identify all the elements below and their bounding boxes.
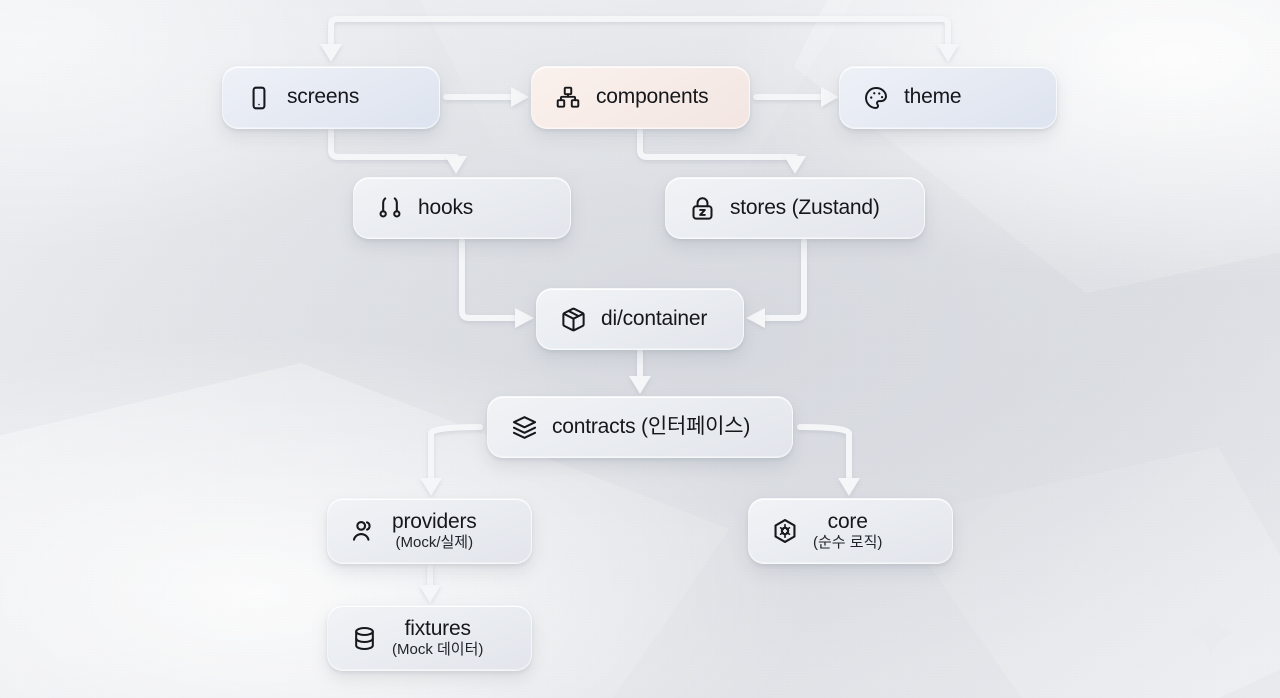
edge-stores-di [759, 238, 807, 321]
node-sublabel: (Mock/실제) [395, 534, 474, 552]
node-label: providers [392, 509, 477, 533]
node-sublabel: (Mock 데이터) [392, 641, 484, 659]
arrowhead-to-components [511, 87, 529, 107]
edge-components-stores [637, 128, 798, 165]
sparkle-star-icon [1187, 607, 1235, 659]
node-hooks[interactable]: hooks [353, 177, 571, 239]
hexagon-gear-icon [771, 517, 799, 545]
node-core[interactable]: core (순수 로직) [748, 498, 953, 564]
arrowhead-to-di-left [515, 308, 534, 328]
node-fixtures[interactable]: fixtures (Mock 데이터) [327, 605, 532, 671]
arrowhead-to-theme [821, 87, 839, 107]
node-label: theme [904, 85, 962, 109]
node-providers[interactable]: providers (Mock/실제) [327, 498, 532, 564]
node-label: fixtures [404, 616, 471, 640]
edge-top-bracket [328, 16, 951, 53]
palette-icon [862, 84, 890, 112]
arrowhead-to-fixtures [419, 585, 441, 603]
edge-contracts-providers [428, 424, 483, 487]
arrowhead-to-stores [784, 156, 806, 174]
edge-hooks-di [459, 238, 521, 321]
node-stores[interactable]: stores (Zustand) [665, 177, 925, 239]
edge-contracts-core [797, 424, 852, 487]
arrowhead-to-core [838, 478, 860, 496]
smartphone-icon [245, 84, 273, 112]
node-di-container[interactable]: di/container [536, 288, 744, 350]
node-label: di/container [601, 306, 708, 330]
arrowhead-top-right-down [937, 44, 959, 62]
node-label: hooks [418, 195, 474, 219]
arrowhead-to-di-right [746, 308, 765, 328]
node-sublabel: (순수 로직) [813, 534, 883, 552]
node-label: stores (Zustand) [730, 195, 880, 219]
package-box-icon [559, 305, 587, 333]
layers-stack-icon [510, 413, 538, 441]
arrowhead-to-providers [420, 478, 442, 496]
edge-screens-hooks [328, 128, 459, 165]
node-screens[interactable]: screens [222, 66, 440, 129]
node-label: screens [287, 85, 360, 109]
lock-z-icon [688, 194, 716, 222]
components-blocks-icon [554, 84, 582, 112]
arrowhead-top-left-down [320, 44, 342, 62]
node-contracts[interactable]: contracts (인터페이스) [487, 396, 793, 458]
database-icon [350, 624, 378, 652]
user-person-icon [350, 517, 378, 545]
arrowhead-to-contracts [629, 376, 651, 394]
arrowheads [320, 44, 959, 603]
node-label: core [827, 509, 868, 533]
node-label: contracts (인터페이스) [552, 414, 751, 438]
node-components[interactable]: components [531, 66, 750, 129]
arrowhead-to-hooks [445, 156, 467, 174]
node-theme[interactable]: theme [839, 66, 1057, 129]
node-label: components [596, 85, 709, 109]
fish-hook-icon [376, 194, 404, 222]
